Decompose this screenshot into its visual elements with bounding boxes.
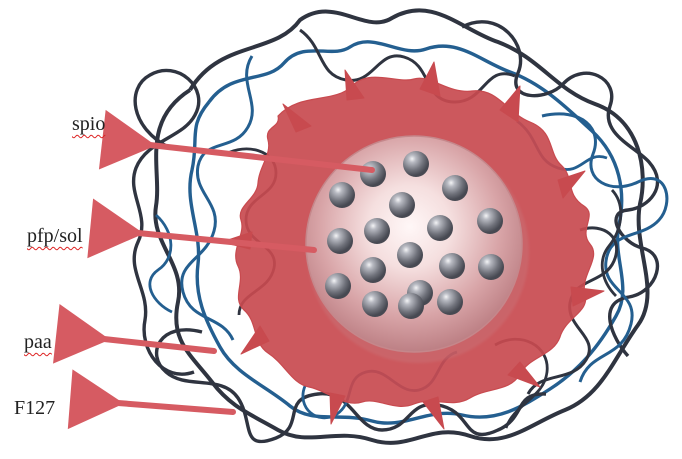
- spio-particle: [389, 192, 415, 218]
- spio-label: spio: [72, 114, 105, 134]
- polymer-chain: [150, 215, 172, 312]
- f127-label: F127: [14, 398, 55, 418]
- spio-particle: [325, 273, 351, 299]
- pfp-sol-label: pfp/sol: [27, 226, 83, 246]
- spio-particle: [442, 175, 468, 201]
- spio-particle: [327, 228, 353, 254]
- paa-spike: [571, 287, 604, 306]
- spio-particle: [360, 161, 386, 187]
- spio-particle: [364, 218, 390, 244]
- paa-label: paa: [24, 332, 52, 352]
- f127-arrow: [118, 403, 233, 412]
- spio-particle: [360, 257, 386, 283]
- spio-particle: [437, 289, 463, 315]
- spio-particle: [362, 291, 388, 317]
- spio-particle: [427, 215, 453, 241]
- spio-particle: [477, 208, 503, 234]
- spio-particle: [439, 253, 465, 279]
- spio-particle: [329, 182, 355, 208]
- spio-particle: [478, 254, 504, 280]
- spio-particle: [397, 242, 423, 268]
- spio-particle: [403, 151, 429, 177]
- spio-particle: [398, 293, 424, 319]
